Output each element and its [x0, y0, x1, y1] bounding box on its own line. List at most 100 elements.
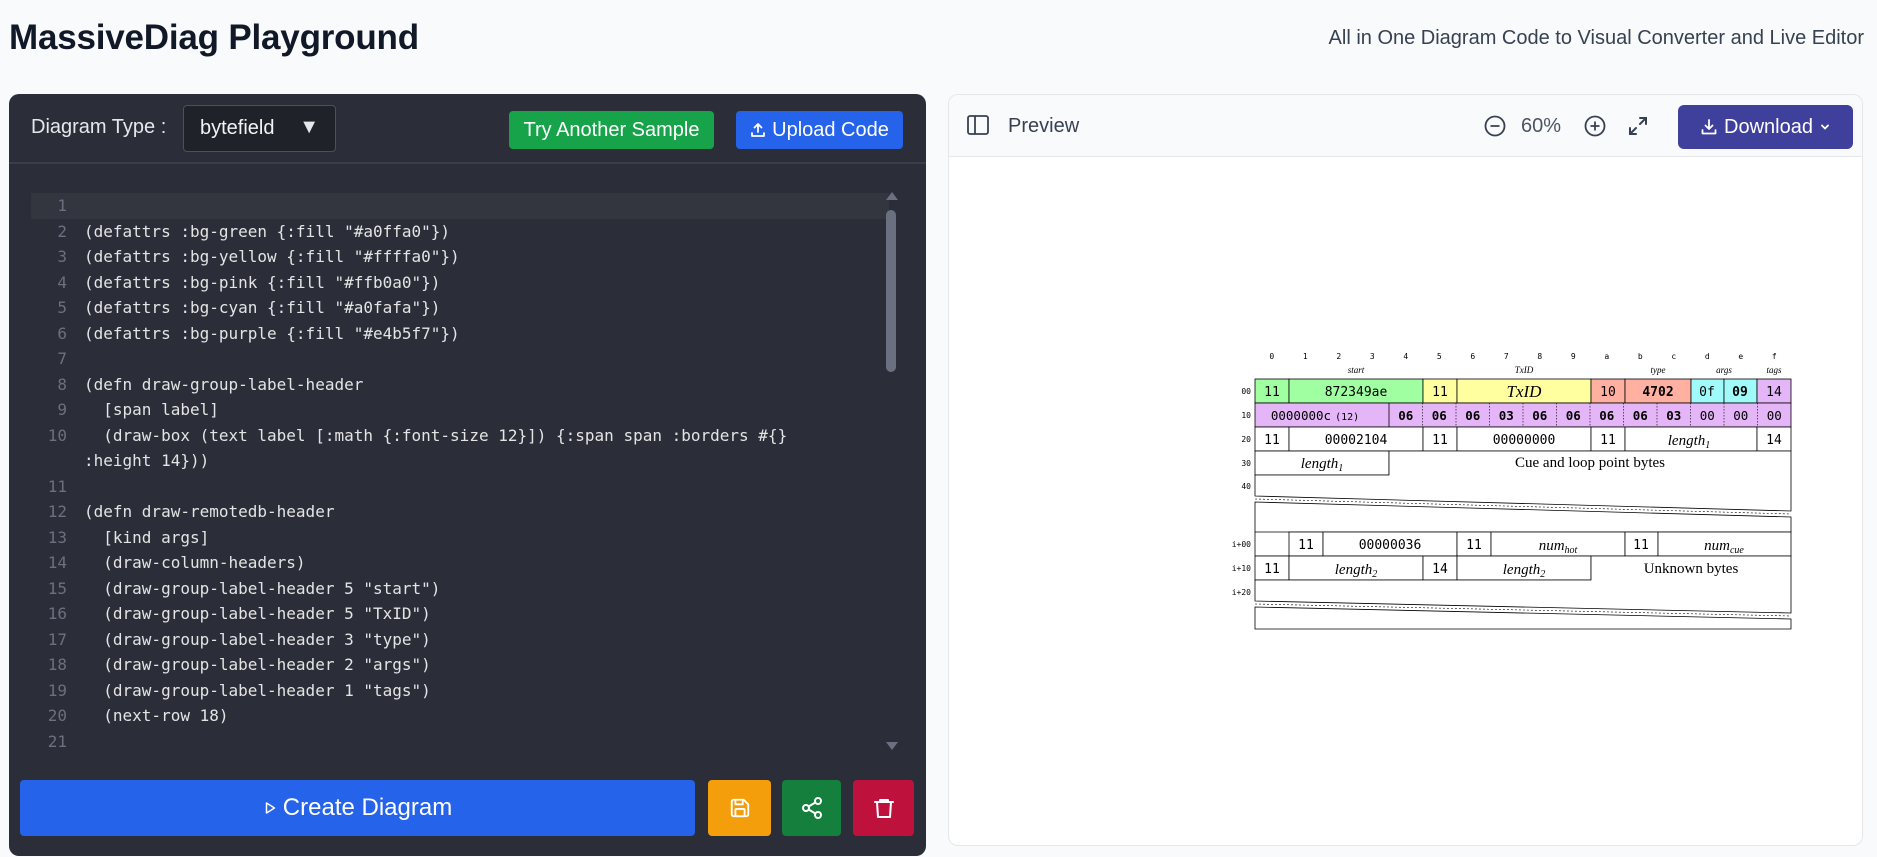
- line-code: [67, 474, 84, 500]
- cell-row2-6: [1756, 426, 1792, 452]
- save-icon: [730, 798, 749, 818]
- cell-row1-first-text: 0000000c(12): [1271, 408, 1359, 423]
- code-line[interactable]: 11: [31, 474, 909, 500]
- line-code: (defattrs :bg-green {:fill "#a0ffa0"}): [84, 221, 451, 241]
- line-code: (draw-column-headers): [84, 553, 306, 572]
- code-line[interactable]: 9 [span label]: [31, 397, 909, 423]
- gap-dash-1: [1254, 498, 1792, 515]
- line-number: 16: [47, 604, 67, 623]
- delete-button[interactable]: [853, 780, 914, 836]
- download-label: Download: [1724, 115, 1813, 138]
- code-line[interactable]: 12(defn draw-remotedb-header: [31, 499, 909, 525]
- row-label: 10: [1241, 411, 1251, 420]
- code-line[interactable]: 4(defattrs :bg-pink {:fill "#ffb0a0"}): [31, 270, 909, 296]
- cell-ri1-3-text: length2: [1503, 562, 1546, 580]
- create-diagram-button[interactable]: Create Diagram: [20, 780, 695, 836]
- row-label: 30: [1241, 459, 1251, 468]
- share-icon: [801, 797, 822, 819]
- upload-code-button[interactable]: Upload Code: [736, 111, 903, 149]
- code-editor[interactable]: 1 2 (defattrs :bg-green {:fill "#a0ffa0"})…: [31, 193, 909, 753]
- line-code: (draw-group-label-header 5 "start"): [84, 578, 441, 598]
- code-line[interactable]: 20 (next-row 18): [31, 703, 909, 729]
- column-header: 5: [1437, 352, 1442, 361]
- line-number: 2: [57, 221, 67, 241]
- line-number: 8: [57, 374, 67, 394]
- scroll-down-icon[interactable]: [886, 742, 898, 750]
- line-code: [kind args]: [84, 527, 210, 547]
- code-line[interactable]: 18 (draw-group-label-header 2 "args"): [31, 652, 909, 678]
- code-line[interactable]: :height 14})): [31, 448, 909, 474]
- cell-ri1-0: [1254, 555, 1290, 581]
- line-number: 13: [47, 527, 67, 547]
- code-line[interactable]: 8(defn draw-group-label-header: [31, 372, 909, 398]
- line-code: (defattrs :bg-purple {:fill "#e4b5f7"}): [84, 323, 460, 343]
- cell-row2-1-text: 00002104: [1325, 433, 1388, 448]
- code-line[interactable]: 13 [kind args]: [31, 525, 909, 551]
- cell-row2-3: [1456, 426, 1592, 452]
- row-20: 11 00002104 11 00000000 11 length1 14: [1254, 426, 1792, 452]
- code-line[interactable]: 19 (draw-group-label-header 1 "tags"): [31, 678, 909, 704]
- diagram-type-select[interactable]: bytefield ▼: [183, 105, 336, 152]
- row-i10: 11 length2 14 length2 Unknown bytes: [1254, 555, 1792, 614]
- line-number: 3: [57, 247, 67, 266]
- code-line[interactable]: 17 (draw-group-label-header 3 "type"): [31, 627, 909, 653]
- row1-value: 00: [1700, 408, 1715, 423]
- cell-row2-2: [1422, 426, 1458, 452]
- row-label: 20: [1241, 435, 1251, 444]
- code-line[interactable]: 21: [31, 729, 909, 754]
- sidebar-toggle-icon[interactable]: [967, 115, 989, 135]
- row1-value: 00: [1767, 408, 1782, 423]
- line-code: (draw-group-label-header 1 "tags"): [84, 680, 431, 700]
- scroll-thumb[interactable]: [886, 210, 896, 372]
- row-30: length1 Cue and loop point bytes: [1254, 450, 1792, 512]
- cell-row2-0-text: 11: [1264, 433, 1280, 448]
- row1-dividers: [1422, 403, 1758, 427]
- cell-ri0-5-text: numcue: [1704, 538, 1744, 556]
- code-line[interactable]: 6(defattrs :bg-purple {:fill "#e4b5f7"}): [31, 321, 909, 347]
- line-number: 1: [57, 196, 67, 215]
- scroll-up-icon[interactable]: [886, 192, 898, 200]
- code-line[interactable]: 1: [31, 193, 889, 219]
- try-another-sample-button[interactable]: Try Another Sample: [509, 111, 714, 149]
- code-line[interactable]: 3 (defattrs :bg-yellow {:fill "#ffffa0"}): [31, 244, 909, 270]
- code-line[interactable]: 15 (draw-group-label-header 5 "start"): [31, 576, 909, 602]
- zoom-out-icon[interactable]: [1484, 115, 1506, 137]
- fullscreen-icon[interactable]: [1627, 115, 1649, 137]
- cell-ri0-4-text: 11: [1633, 538, 1649, 553]
- share-button[interactable]: [782, 780, 841, 836]
- line-code: (defattrs :bg-yellow {:fill "#ffffa0"}): [84, 247, 460, 266]
- download-icon: [1701, 119, 1717, 135]
- diagram-type-label: Diagram Type :: [31, 116, 167, 138]
- column-header: b: [1638, 352, 1643, 361]
- column-header: f: [1772, 352, 1777, 361]
- code-line[interactable]: 16 (draw-group-label-header 5 "TxID"): [31, 601, 909, 627]
- group-label: tags: [1766, 365, 1782, 375]
- code-line[interactable]: 5(defattrs :bg-cyan {:fill "#a0fafa"}): [31, 295, 909, 321]
- column-header: 7: [1504, 352, 1509, 361]
- code-line[interactable]: 14 (draw-column-headers): [31, 550, 909, 576]
- code-line[interactable]: 7: [31, 346, 909, 372]
- play-icon: [265, 802, 276, 814]
- code-line[interactable]: 2 (defattrs :bg-green {:fill "#a0ffa0"}): [31, 219, 909, 245]
- cell-row0-0-text: 11: [1264, 385, 1280, 400]
- code-line[interactable]: 10 (draw-box (text label [:math {:font-s…: [31, 423, 909, 449]
- row1-value: 06: [1566, 408, 1581, 423]
- column-header: d: [1705, 352, 1710, 361]
- preview-header: Preview 60% Download: [949, 95, 1862, 157]
- line-code: (defattrs :bg-cyan {:fill "#a0fafa"}): [84, 298, 441, 317]
- app-header: MassiveDiag Playground All in One Diagra…: [0, 0, 1877, 80]
- cell-row2-5: [1624, 426, 1758, 452]
- final-gap-box: [1254, 606, 1792, 630]
- cell-row3-0: [1254, 450, 1390, 476]
- editor-footer: Create Diagram: [9, 776, 926, 856]
- zoom-in-icon[interactable]: [1584, 115, 1606, 137]
- app-subtitle: All in One Diagram Code to Visual Conver…: [1328, 27, 1864, 49]
- download-button[interactable]: Download: [1678, 105, 1853, 149]
- editor-scrollbar[interactable]: [883, 192, 899, 750]
- save-button[interactable]: [708, 780, 771, 836]
- cell-row0-6-text: 0f: [1699, 385, 1715, 400]
- column-header: 1: [1303, 352, 1308, 361]
- column-header: a: [1604, 352, 1609, 361]
- line-code: (next-row 18): [84, 706, 229, 725]
